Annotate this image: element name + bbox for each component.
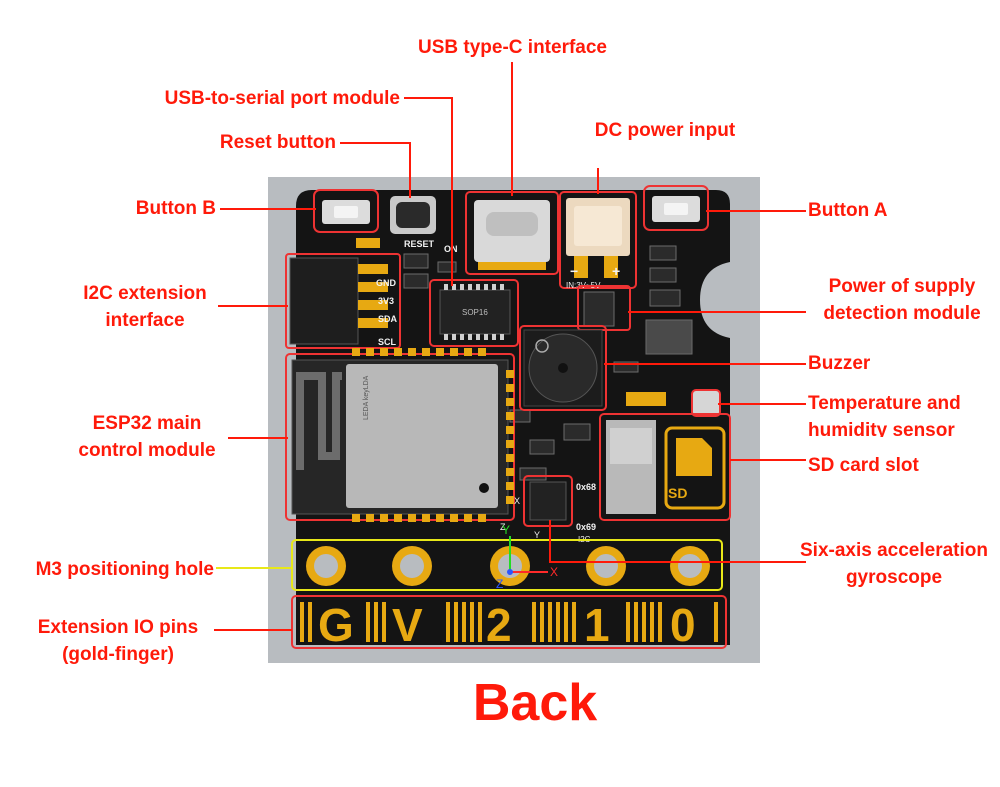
temp-sensor-part bbox=[692, 390, 720, 416]
axis-x-label: X bbox=[550, 565, 558, 579]
silk-scl: SCL bbox=[378, 337, 397, 347]
gold-2: 2 bbox=[486, 599, 512, 651]
label-power-detect-line2: detection module bbox=[806, 300, 998, 327]
silk-gnd: GND bbox=[376, 278, 397, 288]
axis-z-label: Z bbox=[496, 577, 503, 591]
label-dc-power: DC power input bbox=[560, 117, 770, 144]
silk-axis-y-small: Y bbox=[534, 530, 540, 540]
label-six-axis-line2: gyroscope bbox=[788, 564, 1000, 591]
silk-reset: RESET bbox=[404, 239, 435, 249]
label-usb-serial: USB-to-serial port module bbox=[100, 85, 400, 112]
silk-addr1: 0x68 bbox=[576, 482, 596, 492]
label-temp-line2: humidity sensor bbox=[808, 417, 998, 437]
esp32-module-part: LEDA keyLDA bbox=[286, 348, 514, 522]
label-reset: Reset button bbox=[150, 129, 336, 156]
label-esp32-line1: ESP32 main bbox=[66, 410, 228, 437]
label-gold-finger-line1: Extension IO pins bbox=[20, 614, 216, 641]
label-m3-hole: M3 positioning hole bbox=[0, 556, 214, 583]
label-button-b: Button B bbox=[90, 195, 216, 222]
silk-axis-x-small: X bbox=[514, 496, 520, 506]
silk-sop: SOP16 bbox=[462, 308, 488, 317]
label-temp-line1: Temperature and bbox=[808, 390, 998, 417]
gold-0: 0 bbox=[670, 599, 696, 651]
usb-c-part bbox=[466, 192, 558, 274]
label-button-a: Button A bbox=[808, 197, 958, 224]
label-gold-finger-line2: (gold-finger) bbox=[20, 641, 216, 668]
label-power-detect-line1: Power of supply bbox=[806, 273, 998, 300]
silk-sda: SDA bbox=[378, 314, 398, 324]
label-sd-card: SD card slot bbox=[808, 452, 978, 479]
label-i2c-line1: I2C extension bbox=[60, 280, 230, 307]
gold-g: G bbox=[318, 599, 354, 651]
axis-y-label: Y bbox=[502, 523, 510, 537]
silk-3v3: 3V3 bbox=[378, 296, 394, 306]
silk-dc-minus: − bbox=[570, 263, 578, 279]
silk-dc-plus: + bbox=[612, 263, 620, 279]
gold-v: V bbox=[392, 599, 423, 651]
silk-module-brand: LEDA keyLDA bbox=[363, 375, 370, 420]
silk-on: ON bbox=[444, 244, 458, 254]
label-i2c-line2: interface bbox=[60, 307, 230, 334]
silk-addr2: 0x69 bbox=[576, 522, 596, 532]
label-esp32-line2: control module bbox=[66, 437, 228, 464]
silk-sd: SD bbox=[668, 485, 687, 501]
label-buzzer: Buzzer bbox=[808, 350, 958, 377]
buzzer-part bbox=[520, 326, 606, 410]
gold-1: 1 bbox=[584, 599, 610, 651]
back-title: Back bbox=[400, 668, 670, 738]
label-usb-c: USB type-C interface bbox=[380, 34, 645, 61]
label-six-axis-line1: Six-axis acceleration bbox=[788, 537, 1000, 564]
